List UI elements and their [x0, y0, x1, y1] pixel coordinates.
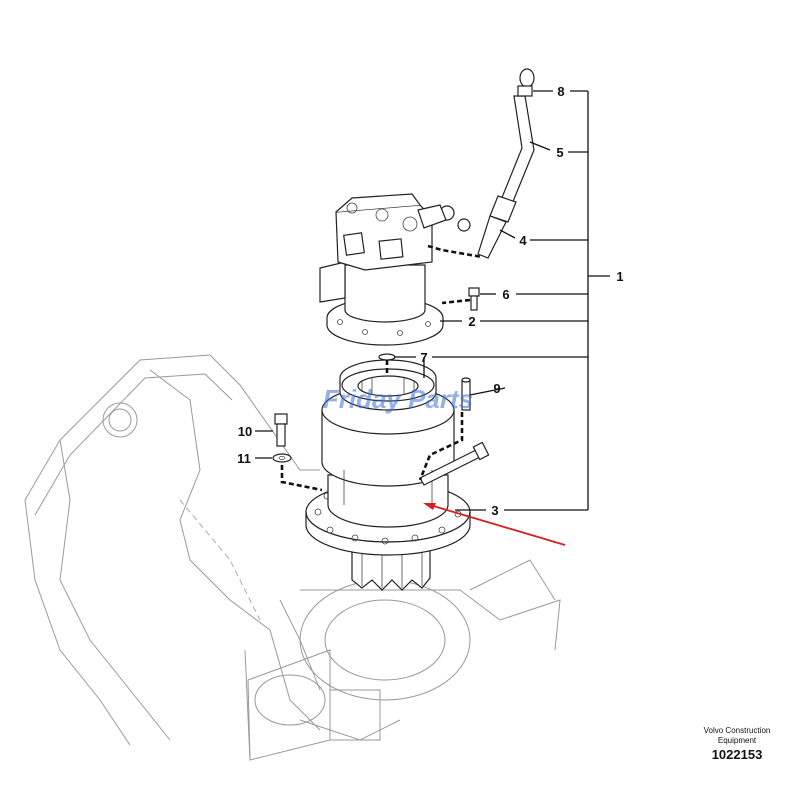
hose — [477, 68, 535, 259]
caption-number: 1022153 — [711, 747, 763, 762]
caption-brand: Volvo Construction Equipment — [703, 726, 771, 745]
callout-4: 4 — [519, 233, 527, 248]
callout-6: 6 — [502, 287, 509, 302]
bolt-6 — [468, 287, 480, 311]
callout-5: 5 — [556, 145, 563, 160]
bolt-10 — [274, 413, 288, 447]
long-bolt — [419, 441, 490, 486]
callout-1: 1 — [616, 269, 623, 284]
washer-11 — [272, 453, 292, 463]
o-ring-7 — [378, 353, 396, 361]
callout-7: 7 — [420, 350, 427, 365]
callout-2: 2 — [468, 314, 475, 329]
highlight-arrow — [423, 503, 566, 546]
assembly-lines — [280, 244, 483, 492]
callout-9: 9 — [493, 381, 500, 396]
callout-8: 8 — [557, 84, 564, 99]
callout-10: 10 — [238, 424, 252, 439]
callout-3: 3 — [491, 503, 498, 518]
machine-frame — [24, 354, 561, 761]
callout-11: 11 — [237, 451, 251, 466]
swing-motor — [319, 193, 471, 346]
watermark: Friday Parts — [323, 384, 473, 414]
swing-gearbox — [321, 359, 455, 528]
callout-leaders — [255, 90, 610, 511]
